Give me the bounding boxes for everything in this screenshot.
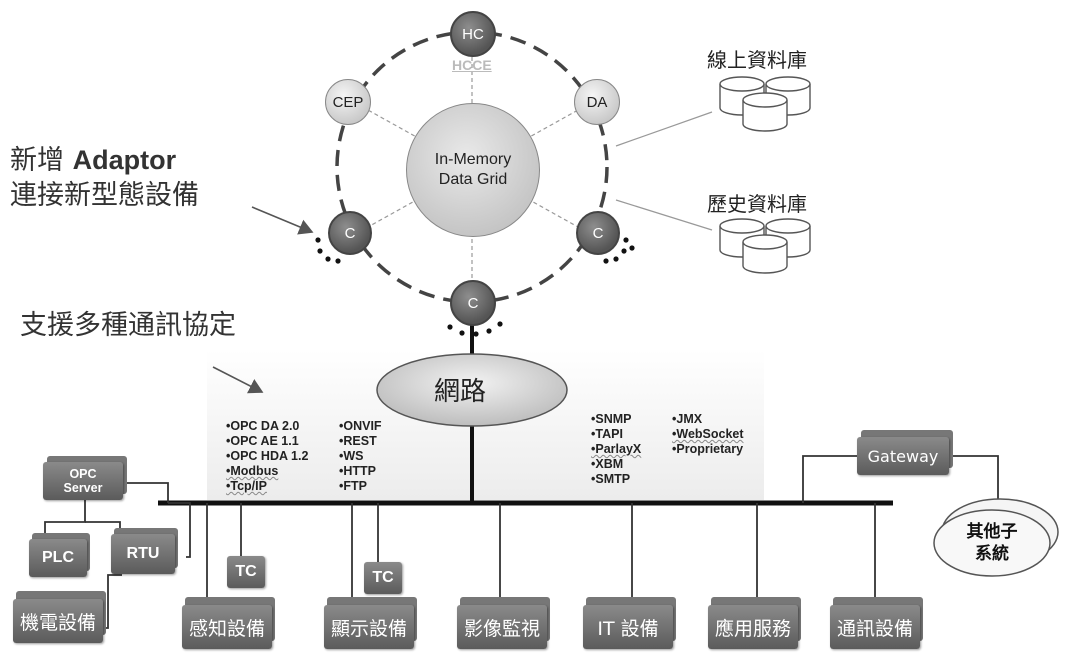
device-application-service: 應用服務	[705, 597, 801, 651]
history-db-link	[615, 199, 713, 231]
rtu-box: RTU	[108, 528, 178, 575]
in-memory-data-grid: In-Memory Data Grid	[406, 103, 540, 237]
tc-box-2: TC	[364, 562, 402, 594]
grid-label-1: In-Memory	[434, 151, 512, 168]
device-video-surveillance: 影像監視	[454, 597, 550, 651]
plc-label: PLC	[29, 539, 87, 577]
c-node-left: C	[328, 211, 372, 255]
history-db-icon	[719, 218, 811, 274]
network-label: 網路	[434, 377, 487, 407]
other-systems-ellipse	[933, 509, 1051, 577]
c-node-bottom: C	[450, 280, 496, 326]
device-sensing: 感知設備	[179, 597, 275, 651]
network-ellipse	[376, 353, 568, 427]
plc-box: PLC	[26, 533, 90, 578]
rtu-label: RTU	[111, 534, 175, 574]
online-db-icon	[719, 76, 811, 132]
online-db-link	[615, 111, 713, 147]
hc-node: HC	[450, 11, 496, 57]
protocol-list-4: •JMX •WebSocket •Proprietary	[672, 412, 744, 456]
tc-box-1: TC	[227, 556, 265, 588]
device-communication: 通訊設備	[827, 597, 923, 651]
opc-server-label: OPC Server	[63, 467, 103, 495]
device-it: IT 設備	[580, 597, 676, 651]
cep-node: CEP	[325, 79, 371, 125]
protocol-list-1: •OPC DA 2.0 •OPC AE 1.1 •OPC HDA 1.2 •Mo…	[226, 419, 309, 493]
adaptor-annotation: 新增 Adaptor 連接新型態設備	[10, 145, 199, 212]
gateway-box: Gateway	[853, 430, 953, 476]
device-display: 顯示設備	[321, 597, 417, 651]
online-db-label: 線上資料庫	[707, 48, 807, 72]
da-node: DA	[574, 79, 620, 125]
other-systems-label: 其他子系統	[966, 522, 1018, 564]
adaptor-dots	[315, 237, 635, 337]
opc-server-box: OPC Server	[41, 456, 127, 501]
protocol-list-3: •SNMP •TAPI •ParlayX •XBM •SMTP	[591, 412, 642, 486]
device-electromechanical: 機電設備	[10, 591, 106, 645]
protocol-list-2: •ONVIF •REST •WS •HTTP •FTP	[339, 419, 382, 493]
hcce-label: HCCE	[452, 57, 492, 73]
gateway-label: Gateway	[857, 437, 949, 475]
grid-label-2: Data Grid	[438, 171, 508, 188]
protocols-annotation: 支援多種通訊協定	[20, 310, 236, 341]
c-node-right: C	[576, 211, 620, 255]
history-db-label: 歷史資料庫	[707, 192, 807, 216]
protocol-arrow	[212, 366, 264, 394]
adaptor-arrow	[251, 206, 314, 235]
